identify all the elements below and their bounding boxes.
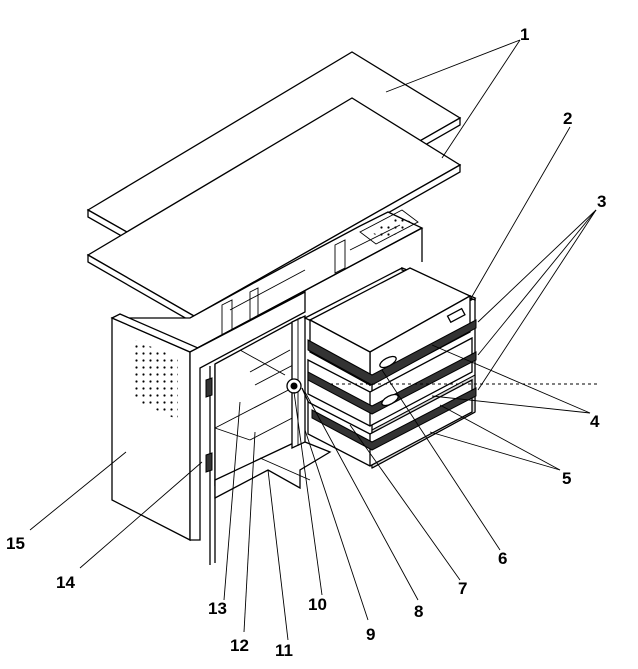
callout-4: 4 (590, 412, 600, 431)
callout-2: 2 (563, 109, 572, 128)
callout-7: 7 (458, 579, 467, 598)
callout-10: 10 (308, 595, 327, 614)
callout-labels: 1 2 3 4 5 6 7 8 9 10 11 12 13 14 15 (6, 25, 606, 660)
leader-lines (29, 39, 597, 641)
callout-11: 11 (275, 641, 293, 660)
callout-14: 14 (56, 573, 75, 592)
left-side-panel (110, 313, 201, 542)
callout-1: 1 (520, 25, 529, 44)
callout-9: 9 (366, 625, 375, 644)
drawer-bottom (307, 378, 477, 467)
center-post (286, 314, 319, 450)
callout-3: 3 (597, 192, 606, 211)
callout-5: 5 (562, 469, 571, 488)
callout-13: 13 (208, 599, 227, 618)
callout-8: 8 (414, 602, 423, 621)
callout-15: 15 (6, 534, 25, 553)
callout-6: 6 (498, 549, 507, 568)
drawer-top (307, 267, 477, 387)
callout-12: 12 (230, 636, 249, 655)
